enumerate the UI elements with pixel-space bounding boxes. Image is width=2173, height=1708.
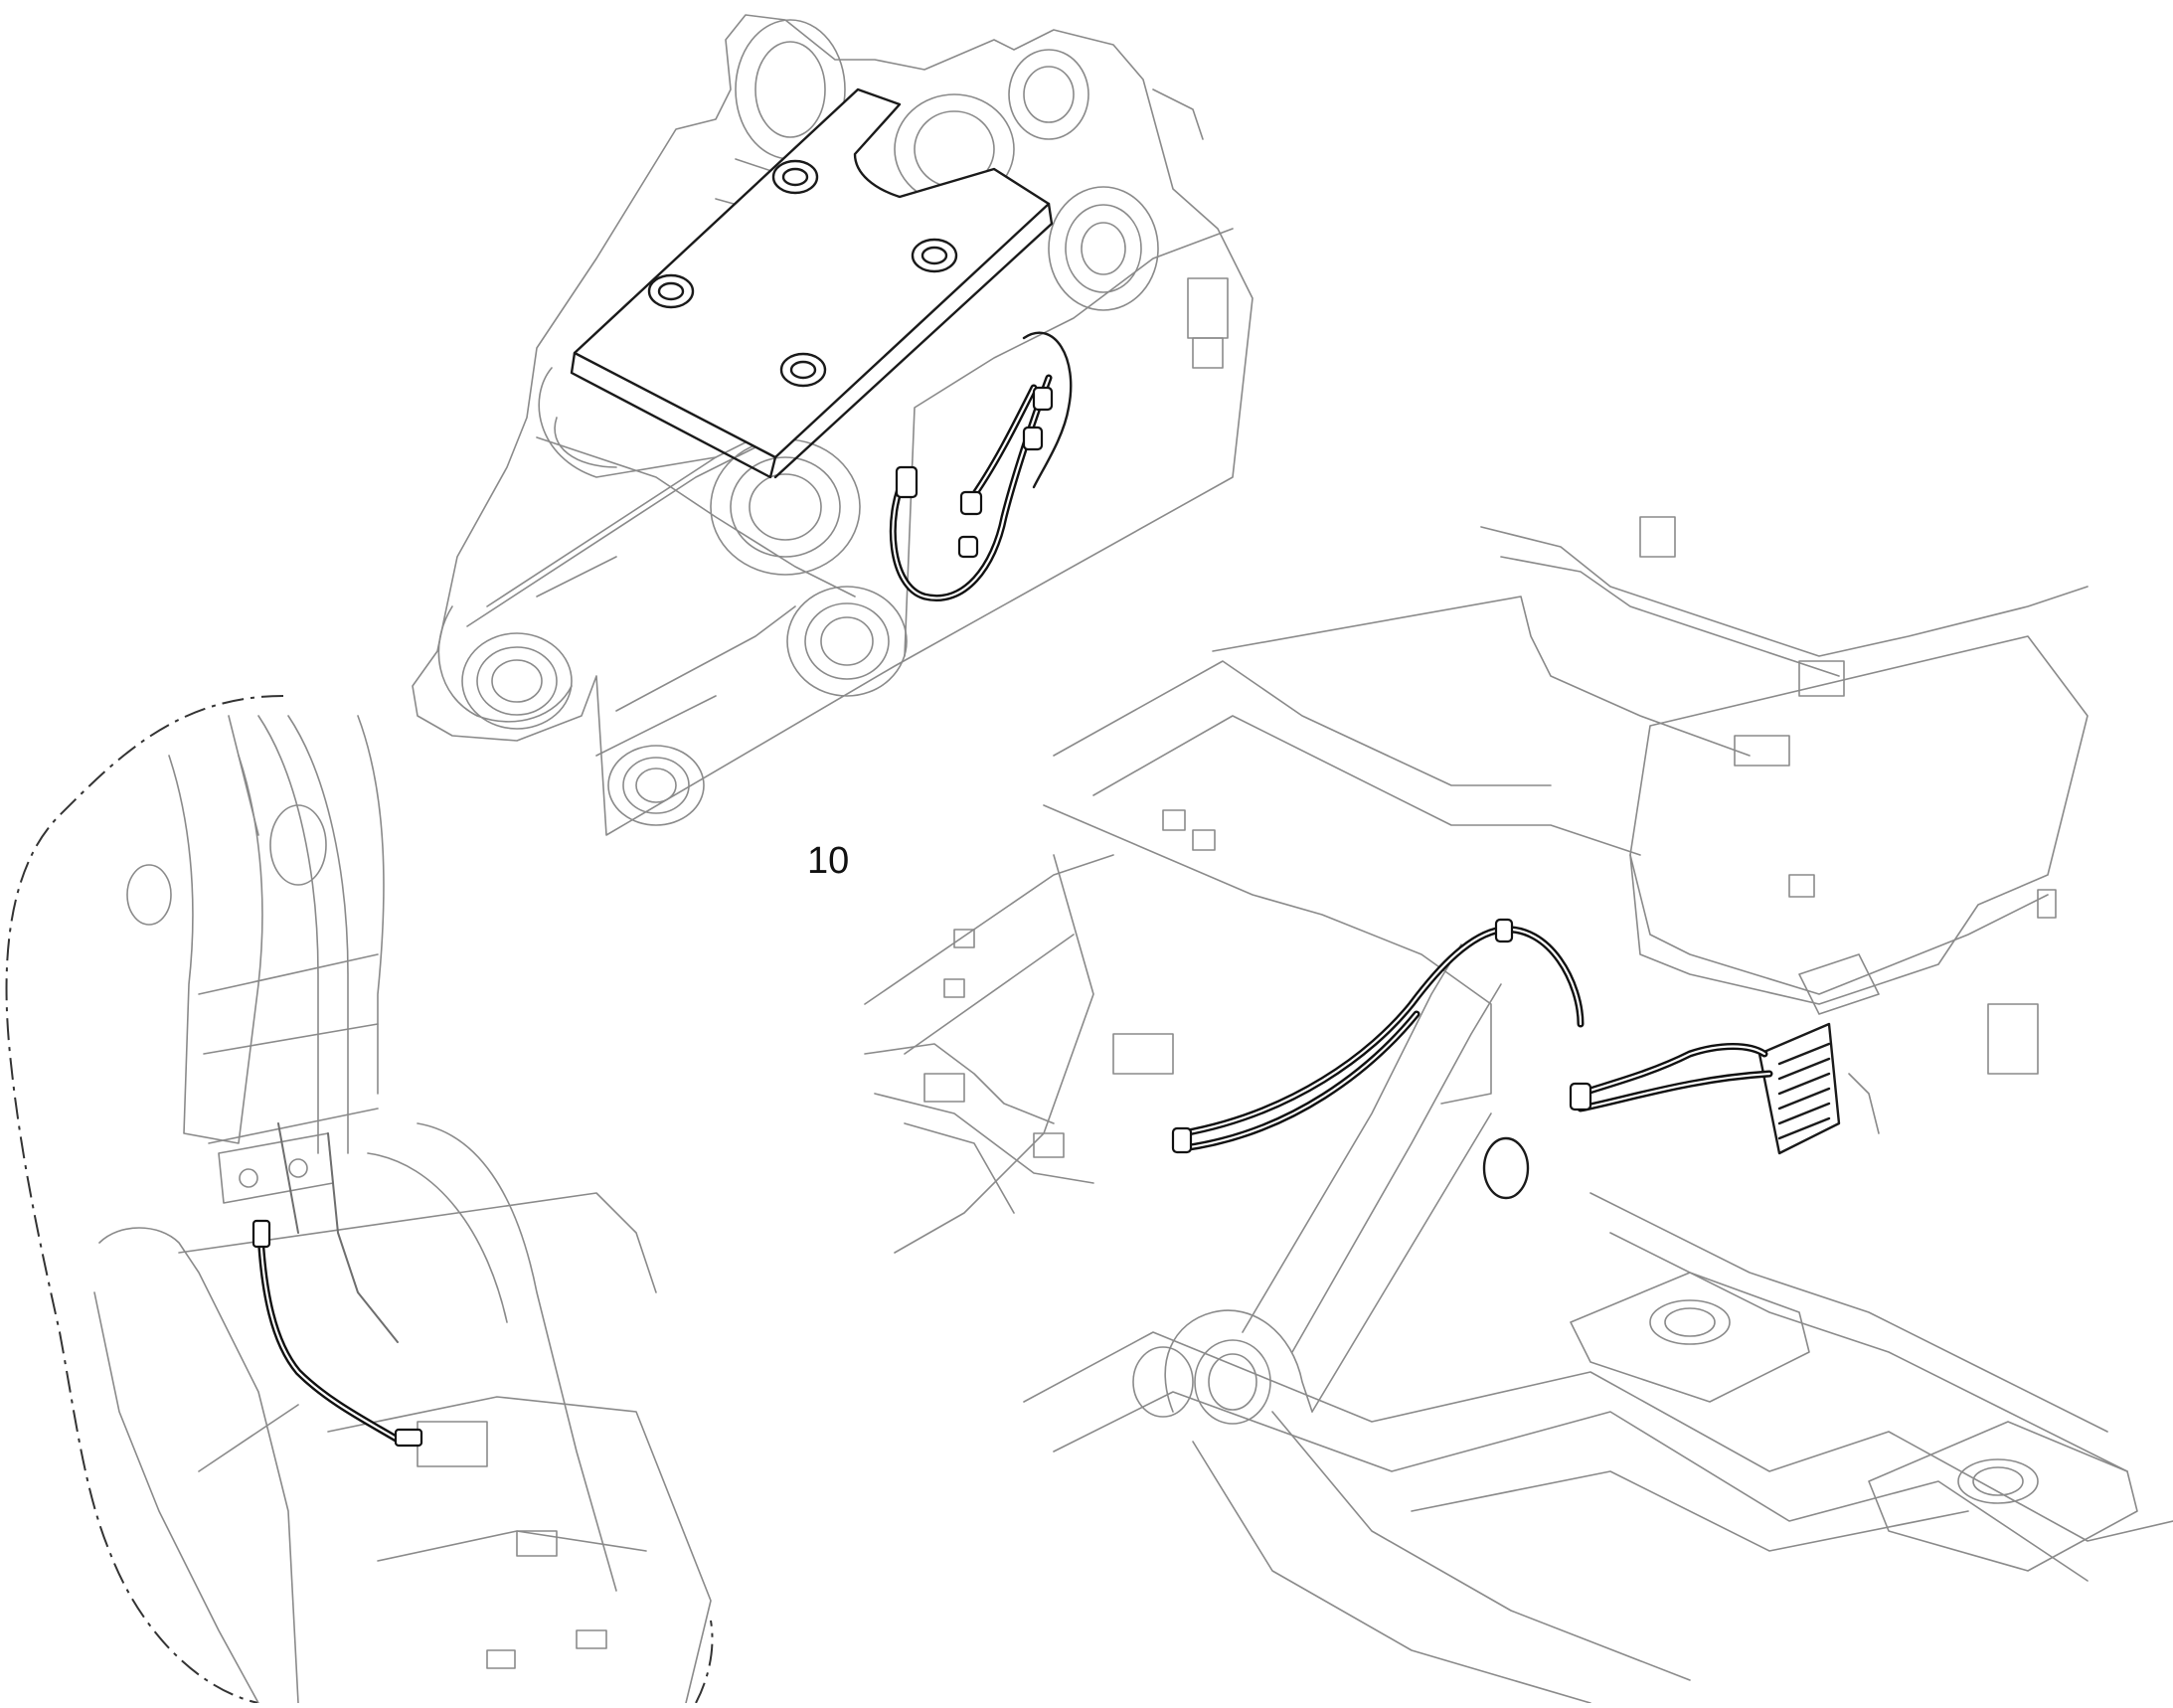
boom-detail-view: [5, 695, 714, 1704]
cover-plate-bolts: [647, 159, 958, 388]
boom-foot-assembly-view: [412, 14, 1254, 836]
frame-assembly-view: [864, 516, 2173, 1704]
valve-block: [1757, 1022, 1841, 1155]
callout-label-10: 10: [807, 840, 850, 882]
frame-hose-assembly: [1171, 918, 1773, 1200]
boom-hose-assembly: [251, 1122, 423, 1448]
upper-hose-assembly: [889, 331, 1073, 601]
